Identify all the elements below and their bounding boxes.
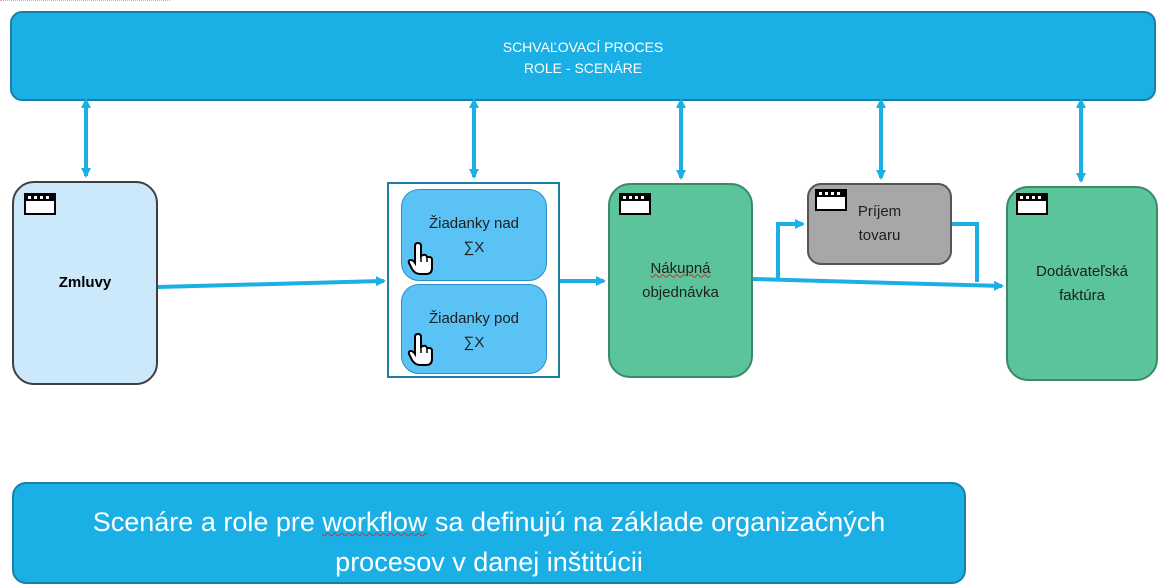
node-dodavatelska-faktura: Dodávateľská faktúra [1006,186,1158,381]
clapperboard-icon [1016,193,1048,215]
header-subtitle: ROLE - SCENÁRE [523,60,643,76]
arrow-nakupna-dodavatelska [752,277,1004,291]
arrow-zmluvy-ziadanky [157,276,386,289]
node-zmluvy: Zmluvy [12,181,158,385]
arrow-prijem-dodavatelska [952,222,979,282]
ziadanky-pod-label: Žiadanky pod [428,310,520,327]
clapperboard-icon [24,193,56,215]
header-title: SCHVAĽOVACÍ PROCES [502,39,664,55]
info-banner: Scenáre a role pre workflow sa definujú … [12,482,966,584]
info-banner-line1: Scenáre a role pre workflow sa definujú … [14,502,964,542]
clapperboard-icon [619,193,651,215]
ziadanky-pod-sum: ∑X [463,334,485,351]
process-header: SCHVAĽOVACÍ PROCES ROLE - SCENÁRE [10,11,1156,101]
ziadanky-nad-sum: ∑X [463,239,485,256]
pointing-hand-icon [407,333,433,366]
pointing-hand-icon [407,242,433,275]
selection-dotted-line [0,0,170,1]
node-zmluvy-label: Zmluvy [58,274,112,291]
dodavatelska-label-line2: faktúra [1059,286,1105,304]
node-nakupna-objednavka: Nákupná objednávka [608,183,753,378]
prijem-label-line2: tovaru [858,227,901,244]
note-part2: workflow [322,507,428,537]
info-banner-line2: procesov v danej inštitúcii [335,547,643,577]
nakupna-label-line2: objednávka [642,283,719,301]
prijem-label-line1: Príjem [857,203,902,220]
arrow-nakupna-prijem [776,219,805,279]
note-part3: sa definujú na základe organizačných [427,507,886,537]
ziadanky-nad-label: Žiadanky nad [428,215,520,232]
clapperboard-icon [815,189,847,211]
nakupna-label-line1: Nákupná [650,259,711,277]
note-part1: Scenáre a role pre [92,507,323,537]
dodavatelska-label-line1: Dodávateľská [1036,262,1128,280]
